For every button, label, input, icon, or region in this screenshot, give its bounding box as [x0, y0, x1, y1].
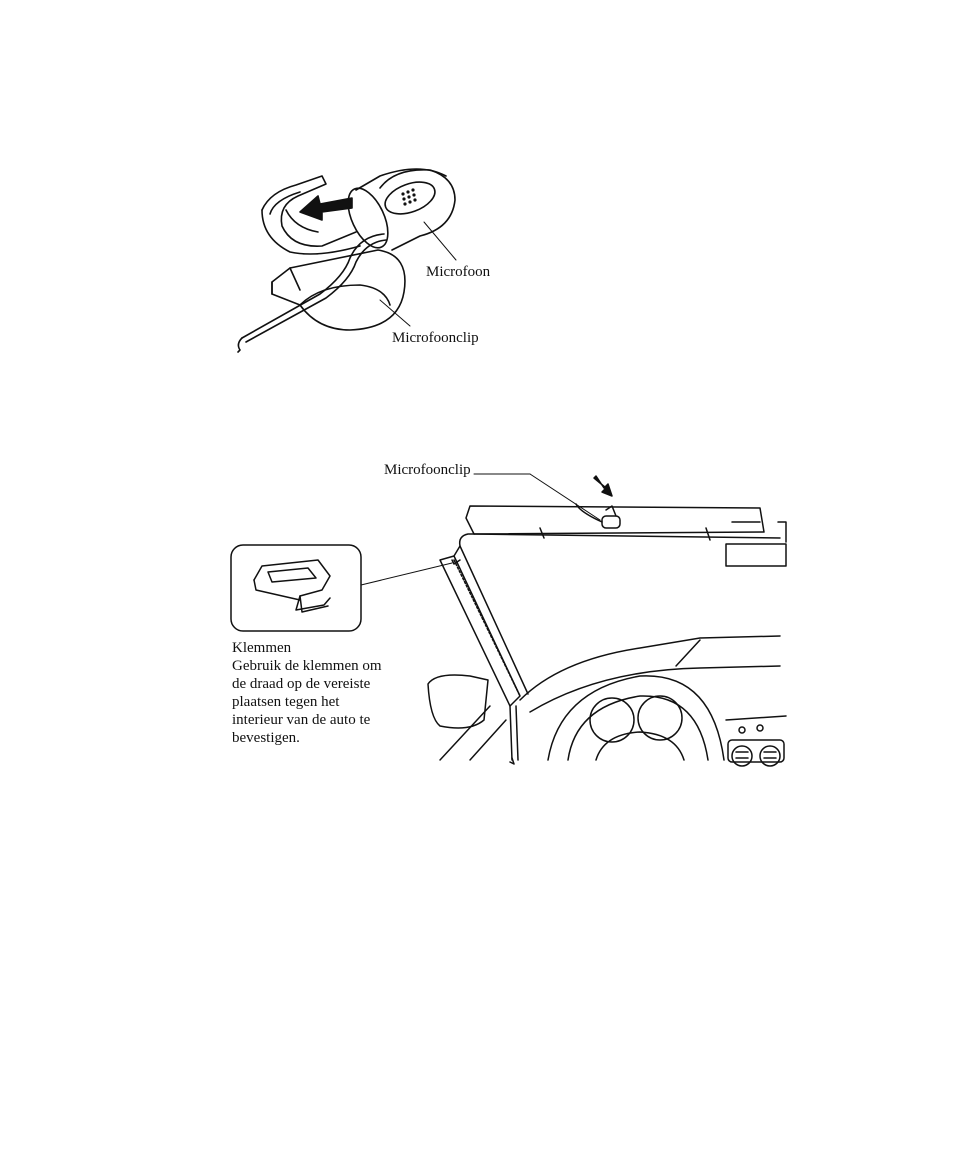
clamps-text-line: de draad op de vereiste [232, 675, 382, 693]
microphone-clip-label-2: Microfoonclip [384, 461, 471, 479]
a-pillar [440, 534, 528, 764]
clamps-text-line: plaatsen tegen het [232, 693, 382, 711]
clamps-title: Klemmen [232, 639, 382, 657]
steering-wheel [548, 676, 724, 760]
rear-view-mirror [428, 675, 488, 728]
sun-visor [466, 506, 786, 566]
clamps-note: Klemmen Gebruik de klemmen om de draad o… [232, 639, 382, 747]
clamp-callout [231, 545, 452, 631]
air-vents [726, 716, 786, 766]
clamps-text-line: bevestigen. [232, 729, 382, 747]
clamps-text-line: interieur van de auto te [232, 711, 382, 729]
press-arrow-icon [594, 476, 612, 496]
clamps-text-line: Gebruik de klemmen om [232, 657, 382, 675]
